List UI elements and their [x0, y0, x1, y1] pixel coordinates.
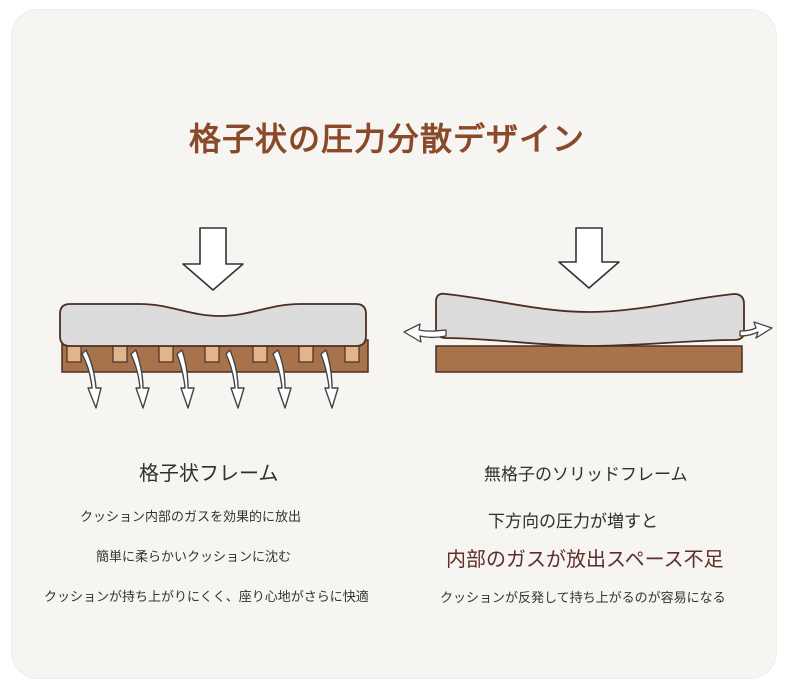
side-arrow-right	[739, 321, 773, 339]
cushion-left	[59, 303, 367, 347]
lattice-line-1: クッション内部のガスを効果的に放出	[80, 509, 302, 524]
solid-frame-illustration	[403, 227, 773, 373]
escape-arrows	[81, 349, 339, 409]
lattice-frame-illustration	[59, 227, 369, 409]
lattice-line-2: 簡単に柔らかいクッションに沈む	[96, 549, 292, 564]
solid-heading: 無格子のソリッドフレーム	[484, 465, 688, 484]
lattice-line-3: クッションが持ち上がりにくく、座り心地がさらに快適	[44, 589, 369, 604]
down-arrow-left	[182, 227, 244, 291]
cushion-right	[435, 292, 745, 347]
solid-line-1: 下方向の圧力が増すと	[488, 512, 658, 531]
lattice-heading: 格子状フレーム	[139, 463, 279, 485]
solid-frame	[435, 345, 743, 373]
lattice-cells	[66, 345, 360, 363]
side-arrow-left	[403, 323, 447, 343]
solid-line-3: クッションが反発して持ち上がるのが容易になる	[440, 590, 726, 605]
down-arrow-right	[558, 227, 620, 289]
solid-line-2: 内部のガスが放出スペース不足	[446, 549, 724, 571]
page-title: 格子状の圧力分散デザイン	[188, 121, 585, 157]
